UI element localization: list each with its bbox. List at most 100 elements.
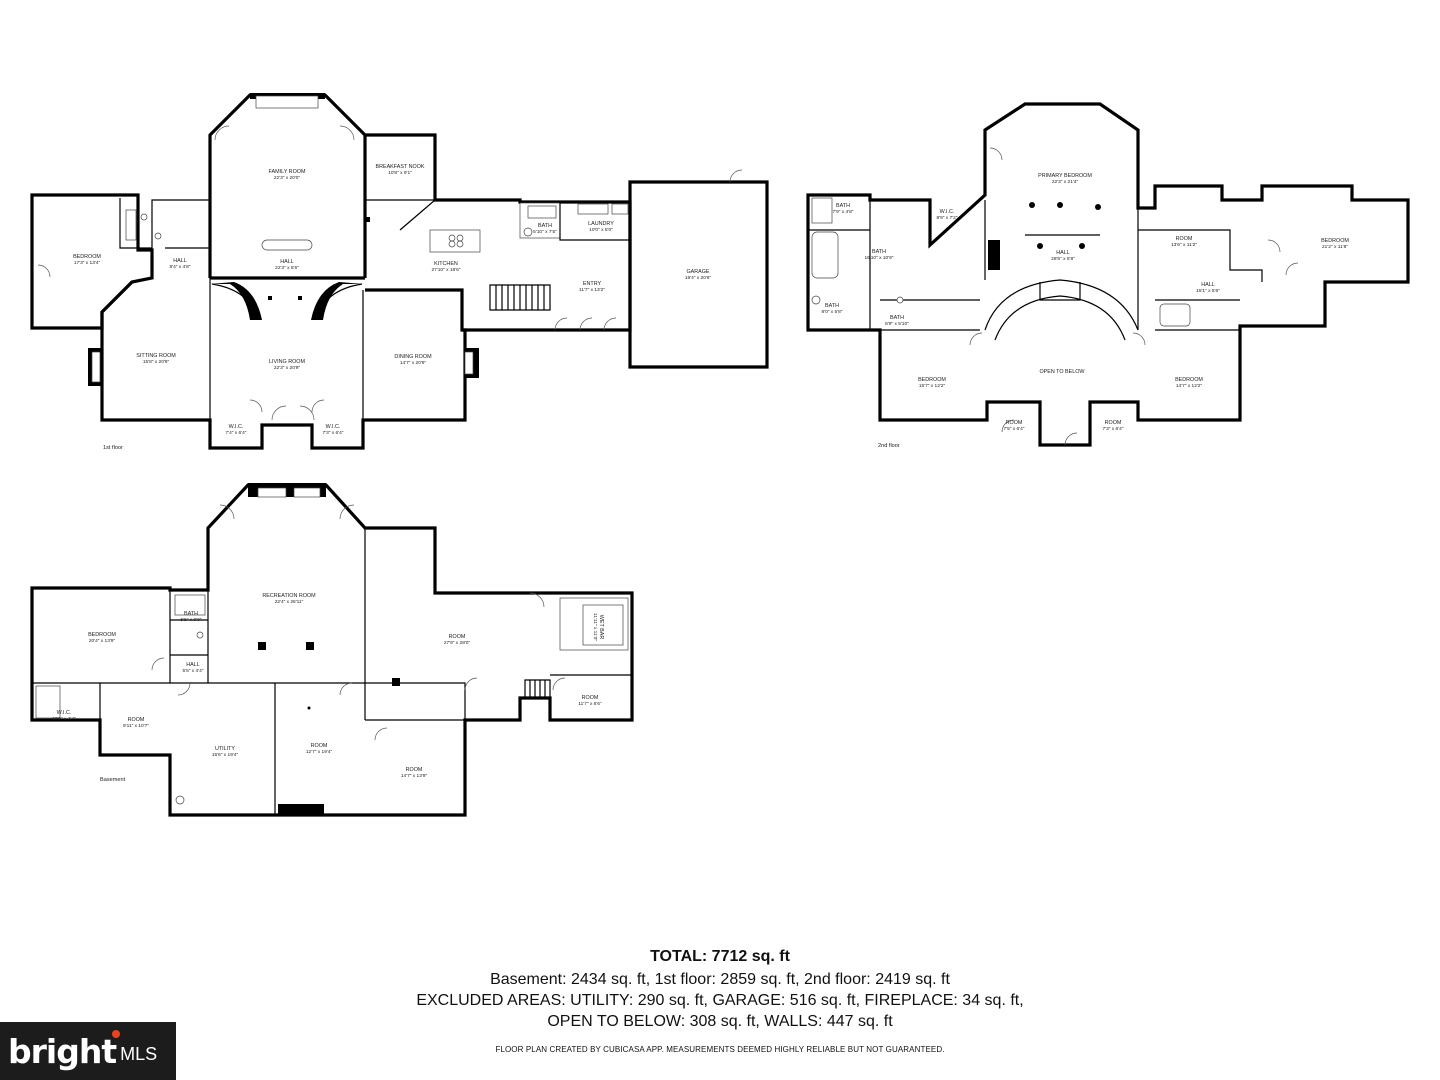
room-name: BATH <box>872 249 886 255</box>
logo-dot-icon <box>112 1030 120 1038</box>
room-dimensions: 8'9" x 5'10" <box>885 321 909 327</box>
room-name: LAUNDRY <box>588 221 614 227</box>
room-name: LIVING ROOM <box>269 359 305 365</box>
room-name: PRIMARY BEDROOM <box>1038 173 1092 179</box>
basement-label: Basement <box>100 777 126 783</box>
room-name: FAMILY ROOM <box>269 169 306 175</box>
room-dimensions: 10'0" x 5'0" <box>589 227 613 233</box>
room-dimensions: 22'3" x 21'4" <box>1052 179 1079 185</box>
room-name: BREAKFAST NOOK <box>375 164 424 170</box>
room-label: W.I.C.7'4" x 6'4" <box>226 424 247 436</box>
room-name: W.I.C. <box>229 424 244 430</box>
room-name: OPEN TO BELOW <box>1039 369 1085 375</box>
room-dimensions: 11'7" x 6'6" <box>578 701 602 707</box>
room-dimensions: 15'1" x 5'6" <box>1196 288 1220 294</box>
room-dimensions: 28'5" x 6'8" <box>1051 256 1075 262</box>
room-name: ROOM <box>582 695 599 701</box>
room-name: BATH <box>184 611 198 617</box>
disclaimer-credit: FLOOR PLAN CREATED BY CUBICASA APP. MEAS… <box>495 1045 945 1054</box>
logo-suffix: MLS <box>120 1043 158 1064</box>
room-dimensions: 5'10" x 7'5" <box>533 229 557 235</box>
room-dimensions: 11'11" x 11'0" <box>592 613 598 641</box>
room-dimensions: 7'3" x 6'4" <box>323 430 344 436</box>
logo-word: bright <box>8 1031 117 1071</box>
room-name: W.I.C. <box>57 710 72 716</box>
room-label: W.I.C.10'0" x 3'4" <box>52 710 76 722</box>
room-name: HALL <box>1056 250 1070 256</box>
room-name: KITCHEN <box>434 261 458 267</box>
second-floor-label: 2nd floor <box>878 443 900 449</box>
room-dimensions: 27'10" x 18'6" <box>432 267 461 273</box>
basement-plan <box>30 483 634 817</box>
room-name: HALL <box>186 662 200 668</box>
room-dimensions: 22'4" x 28'11" <box>275 599 304 605</box>
room-dimensions: 15'8" x 20'9" <box>143 359 170 365</box>
room-dimensions: 22'3" x 20'9" <box>274 365 301 371</box>
room-dimensions: 10'8" x 9'1" <box>388 170 412 176</box>
room-dimensions: 17'3" x 13'4" <box>74 260 101 266</box>
room-label: OPEN TO BELOW <box>1039 369 1085 375</box>
room-dimensions: 8'4" x 4'8" <box>170 264 191 270</box>
room-name: ROOM <box>449 634 466 640</box>
room-name: HALL <box>280 259 294 265</box>
room-name: ROOM <box>1006 420 1023 426</box>
room-dimensions: 5'5" x 9'0" <box>181 617 202 623</box>
first-floor-label: 1st floor <box>103 445 123 451</box>
room-dimensions: 14'7" x 20'9" <box>400 360 427 366</box>
excluded-areas-line: EXCLUDED AREAS: UTILITY: 290 sq. ft, GAR… <box>416 992 1024 1009</box>
room-name: HALL <box>173 258 187 264</box>
room-dimensions: 7'9" x 4'8" <box>833 209 854 215</box>
room-name: BEDROOM <box>88 632 116 638</box>
first-floor-plan <box>30 93 769 450</box>
room-name: DINING ROOM <box>394 354 432 360</box>
open-to-below-line: OPEN TO BELOW: 308 sq. ft, WALLS: 447 sq… <box>547 1013 893 1030</box>
room-label: W.I.C.8'9" x 7'2" <box>937 209 958 221</box>
room-name: UTILITY <box>215 746 235 752</box>
room-dimensions: 22'3" x 5'6" <box>275 265 299 271</box>
room-name: RECREATION ROOM <box>262 593 316 599</box>
room-dimensions: 13'6" x 11'2" <box>1171 242 1197 248</box>
room-name: GARAGE <box>686 269 709 275</box>
room-dimensions: 19'4" x 20'8" <box>685 275 712 281</box>
room-dimensions: 12'7" x 19'4" <box>306 749 333 755</box>
room-name: ROOM <box>311 743 328 749</box>
room-name: BEDROOM <box>1321 238 1349 244</box>
room-name: ROOM <box>1176 236 1193 242</box>
bright-mls-logo: bright MLS <box>0 1022 176 1080</box>
room-name: ENTRY <box>583 281 602 287</box>
room-label: W.I.C.7'3" x 6'4" <box>323 424 344 436</box>
room-dimensions: 7'3" x 6'4" <box>1103 426 1124 432</box>
room-dimensions: 16'10" x 10'9" <box>865 255 894 261</box>
room-dimensions: 20'4" x 13'9" <box>89 638 116 644</box>
room-dimensions: 15'6" x 19'4" <box>212 752 239 758</box>
room-name: ROOM <box>1105 420 1122 426</box>
room-dimensions: 11'7" x 13'2" <box>579 287 605 293</box>
